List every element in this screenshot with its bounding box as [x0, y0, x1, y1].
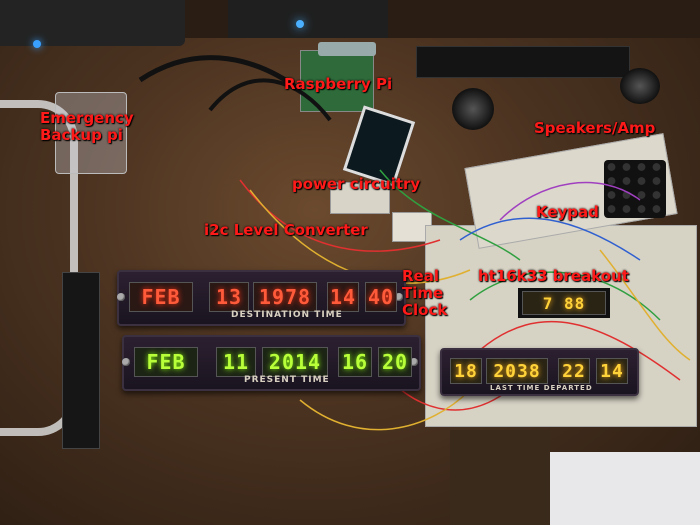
keypad [604, 160, 666, 218]
speaker-right [620, 68, 660, 104]
destination-time-panel: FEB 13 1978 14 40 DESTINATION TIME [117, 270, 406, 326]
label-keypad: Keypad [536, 203, 599, 221]
ribbon-cable [318, 42, 376, 56]
speaker-left [452, 88, 494, 130]
last-minute: 14 [596, 358, 628, 384]
white-cable [0, 100, 78, 436]
backup-pi-case [55, 92, 127, 174]
paper-sheet-back [450, 430, 550, 525]
power-breadboard [330, 182, 390, 214]
present-time-panel: FEB 11 2014 16 20 PRESENT TIME [122, 335, 421, 391]
last-hour: 22 [558, 358, 590, 384]
blue-led-right [296, 20, 304, 28]
top-center-device [228, 0, 388, 38]
destination-minute: 40 [365, 282, 397, 312]
present-minute: 20 [378, 347, 412, 377]
screw [122, 358, 130, 366]
label-emergency-backup-pi: Emergency Backup pi [40, 109, 134, 144]
screw [410, 358, 418, 366]
destination-caption: DESTINATION TIME [231, 310, 343, 320]
present-day: 11 [216, 347, 256, 377]
destination-hour: 14 [327, 282, 359, 312]
destination-day: 13 [209, 282, 249, 312]
last-caption: LAST TIME DEPARTED [490, 384, 593, 392]
present-month: FEB [134, 347, 198, 377]
label-real-time-clock: Real Time Clock [402, 267, 448, 319]
led-bar-board [416, 46, 630, 78]
screw [395, 293, 403, 301]
label-ht16k33-breakout: ht16k33 breakout [478, 267, 629, 285]
screw [117, 293, 125, 301]
last-time-departed-panel: 18 2038 22 14 LAST TIME DEPARTED [440, 348, 639, 396]
pcb-ruler [62, 272, 100, 449]
top-left-device [0, 0, 185, 46]
last-day: 18 [450, 358, 482, 384]
destination-year: 1978 [253, 282, 317, 312]
present-year: 2014 [262, 347, 328, 377]
destination-month: FEB [129, 282, 193, 312]
breakout-display: 7 88 [522, 291, 606, 315]
present-hour: 16 [338, 347, 372, 377]
label-raspberry-pi: Raspberry Pi [284, 75, 393, 93]
label-i2c-level-converter: i2c Level Converter [204, 221, 368, 239]
present-caption: PRESENT TIME [244, 375, 330, 385]
blue-led-left [33, 40, 41, 48]
last-year: 2038 [486, 358, 548, 384]
label-power-circuitry: power circuitry [292, 175, 421, 193]
label-speakers-amp: Speakers/Amp [534, 119, 656, 137]
